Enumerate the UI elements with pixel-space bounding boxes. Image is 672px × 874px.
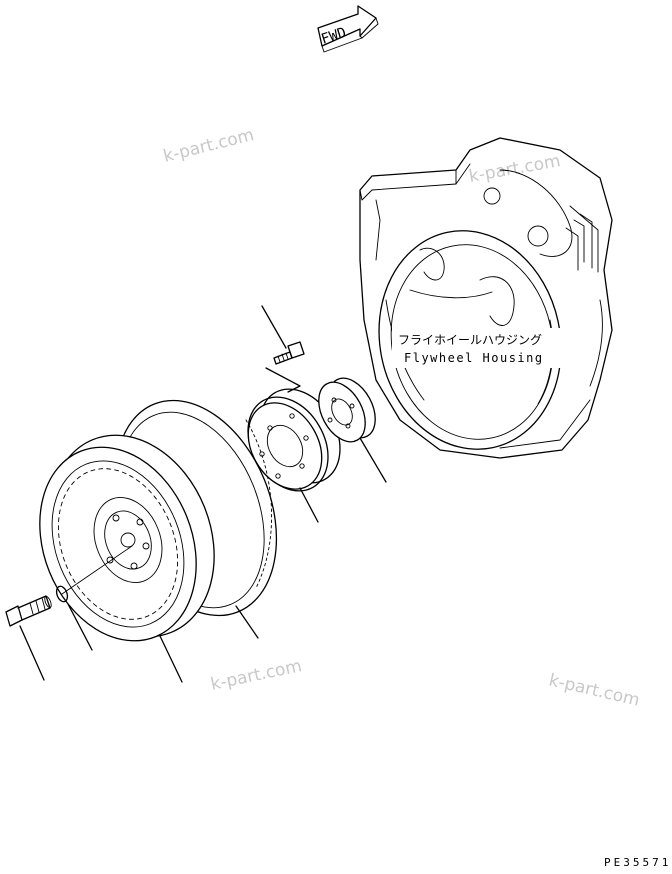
spacer-plate bbox=[247, 388, 341, 523]
drawing-number: PE35571 bbox=[604, 856, 671, 869]
housing-label-en: Flywheel Housing bbox=[404, 351, 544, 365]
fwd-label: FWD bbox=[319, 25, 348, 48]
flywheel bbox=[39, 434, 215, 683]
watermark: k-part.com bbox=[467, 151, 562, 187]
watermark: k-part.com bbox=[547, 670, 642, 710]
housing-label-jp: フライホイールハウジング bbox=[398, 333, 542, 347]
watermark: k-part.com bbox=[209, 656, 304, 695]
bolt-long bbox=[5, 595, 52, 681]
coupling-hub bbox=[318, 377, 387, 483]
fwd-arrow-icon: FWD bbox=[317, 5, 379, 53]
flywheel-housing: フライホイールハウジング Flywheel Housing bbox=[359, 137, 613, 459]
washer bbox=[55, 545, 133, 651]
bolt-small bbox=[261, 305, 305, 393]
watermark: k-part.com bbox=[161, 125, 256, 167]
